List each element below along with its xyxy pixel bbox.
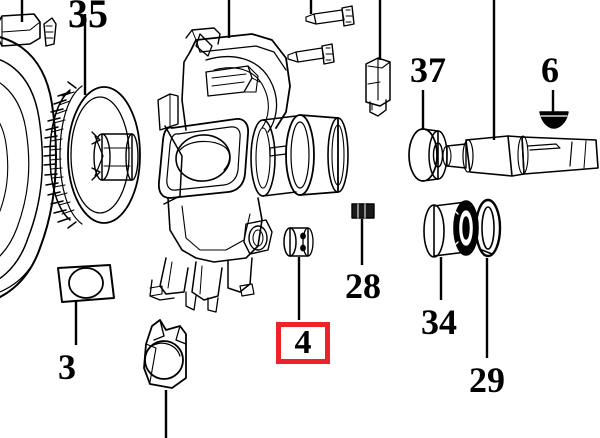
part-square-gasket: [57, 264, 115, 303]
callout-4-highlight[interactable]: 4: [276, 322, 330, 364]
part-ball-bearing: [423, 200, 479, 258]
callout-37[interactable]: 37: [410, 50, 446, 90]
part-screw-upper: [305, 5, 355, 27]
callout-28[interactable]: 28: [345, 266, 381, 306]
part-retaining-ring: [474, 198, 502, 258]
callout-29[interactable]: 29: [469, 360, 505, 400]
part-mounting-clamp: [143, 319, 187, 389]
leader-lines: [20, 0, 555, 438]
part-screw-lower: [287, 43, 335, 65]
part-small-block: [351, 203, 375, 219]
part-flywheel-housing: [0, 13, 57, 299]
callout-35[interactable]: 35: [68, 0, 108, 36]
callout-6[interactable]: 6: [541, 50, 559, 90]
part-timing-gear: [43, 81, 141, 229]
part-pump-housing: [149, 27, 349, 313]
part-drive-shaft: [442, 135, 599, 177]
callout-34[interactable]: 34: [421, 302, 457, 342]
callout-3[interactable]: 3: [58, 347, 76, 387]
part-bracket-tab: [365, 57, 391, 117]
callout-4-label: 4: [294, 324, 312, 361]
part-bushing-spacer: [283, 227, 314, 257]
part-woodruff-key: [539, 111, 569, 129]
